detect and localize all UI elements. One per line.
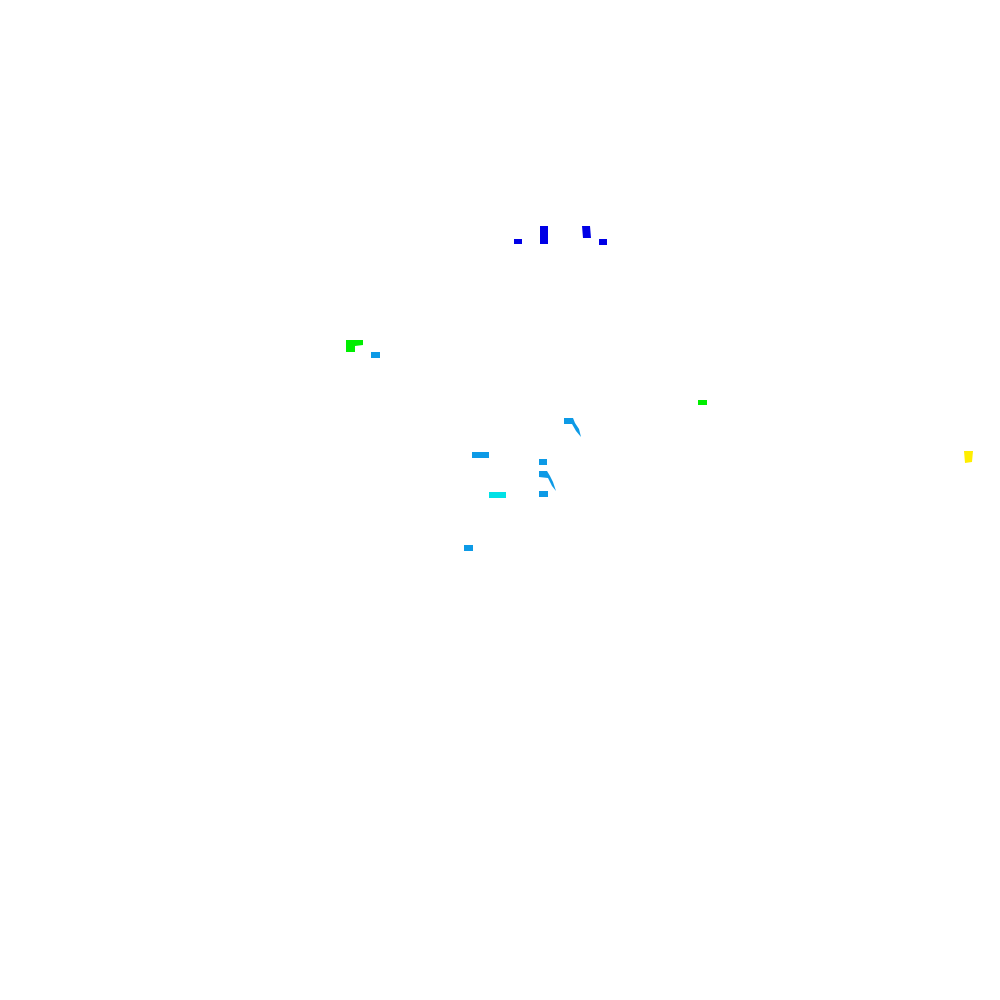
yellow-segment [964,451,973,463]
sky-segment [464,545,473,551]
blue-segment [540,226,548,244]
blue-segment [514,239,522,244]
sky-segment [539,491,548,497]
sky-segment [539,471,556,491]
blue-segment [599,239,607,245]
green-segment [698,400,707,405]
sky-segment [564,418,581,437]
sky-segment [472,452,489,458]
sky-segment [371,352,380,358]
sky-segment [539,459,547,465]
green-segment [346,340,363,352]
blue-segment [582,226,591,238]
cyan-segment [489,492,506,498]
